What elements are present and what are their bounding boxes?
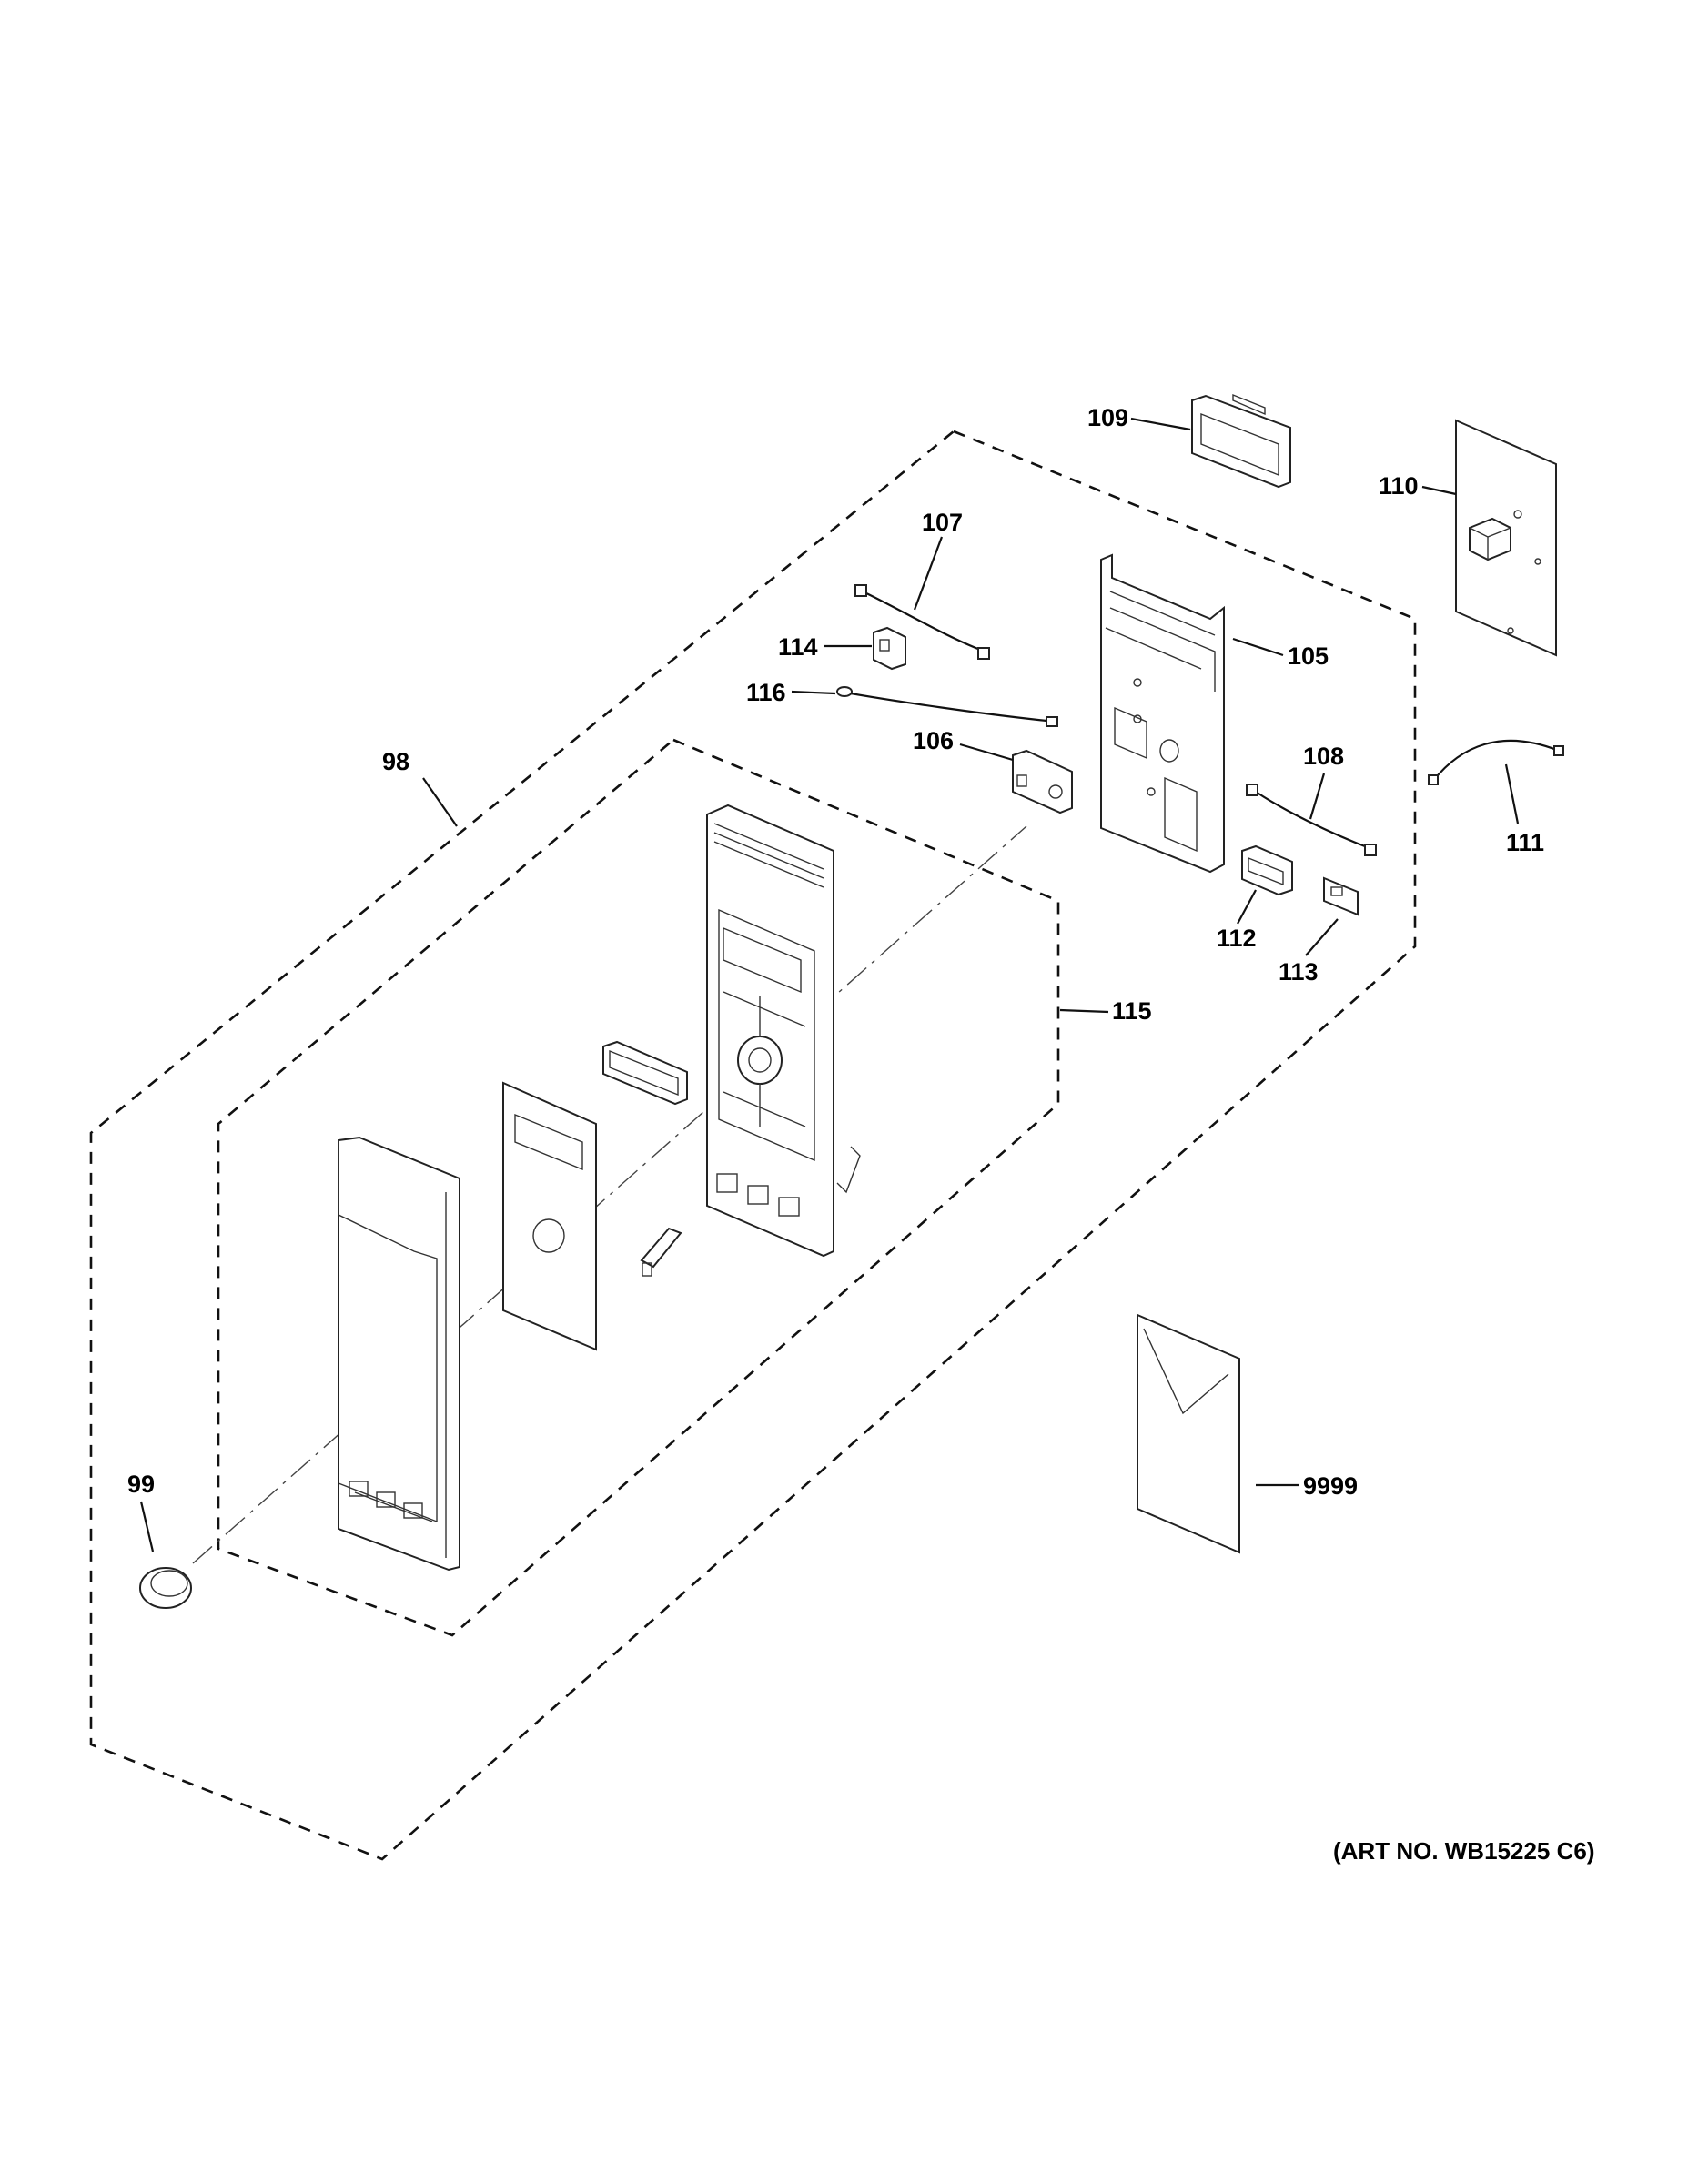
callout-leaders [139, 417, 1520, 1552]
part-106-board[interactable] [1012, 749, 1073, 814]
assembly-115-boundary [217, 738, 1060, 1637]
callout-113: 113 [1279, 958, 1319, 986]
part-9999-literature[interactable] [1137, 1313, 1240, 1554]
callout-111: 111 [1506, 829, 1544, 856]
assembly-axis-line [192, 825, 1027, 1564]
part-116-wire[interactable] [836, 686, 1058, 727]
callout-105: 105 [1288, 642, 1329, 670]
callout-99: 99 [127, 1471, 155, 1498]
control-panel-housing[interactable] [706, 804, 861, 1258]
front-trim-frame[interactable] [338, 1136, 460, 1572]
part-109-display[interactable] [1191, 393, 1291, 489]
callout-115: 115 [1112, 997, 1152, 1025]
callout-114: 114 [778, 633, 818, 661]
part-108-harness[interactable] [1246, 784, 1377, 856]
part-105-control-bracket[interactable] [1100, 553, 1225, 874]
part-112-sensor[interactable] [1241, 844, 1293, 896]
callout-116: 116 [746, 679, 786, 706]
callout-106: 106 [913, 727, 954, 754]
part-111-wire[interactable] [1428, 739, 1564, 785]
callout-107: 107 [922, 509, 963, 536]
callout-109: 109 [1087, 404, 1128, 431]
assembly-98-boundary [89, 430, 1417, 1861]
knob-part-99[interactable] [139, 1567, 192, 1609]
callout-112: 112 [1217, 925, 1257, 952]
art-number: (ART NO. WB15225 C6) [1333, 1837, 1595, 1865]
part-114-bracket[interactable] [873, 626, 906, 671]
part-107-harness[interactable] [854, 584, 990, 660]
part-113-module[interactable] [1323, 876, 1359, 916]
callout-9999: 9999 [1303, 1472, 1358, 1500]
callout-98: 98 [382, 748, 409, 775]
callout-108: 108 [1303, 743, 1344, 770]
callout-110: 110 [1379, 472, 1419, 500]
small-clip-part[interactable] [640, 1227, 682, 1277]
membrane-overlay[interactable] [502, 1081, 597, 1351]
part-110-main-board[interactable] [1455, 419, 1557, 657]
display-window-lens[interactable] [602, 1040, 688, 1106]
